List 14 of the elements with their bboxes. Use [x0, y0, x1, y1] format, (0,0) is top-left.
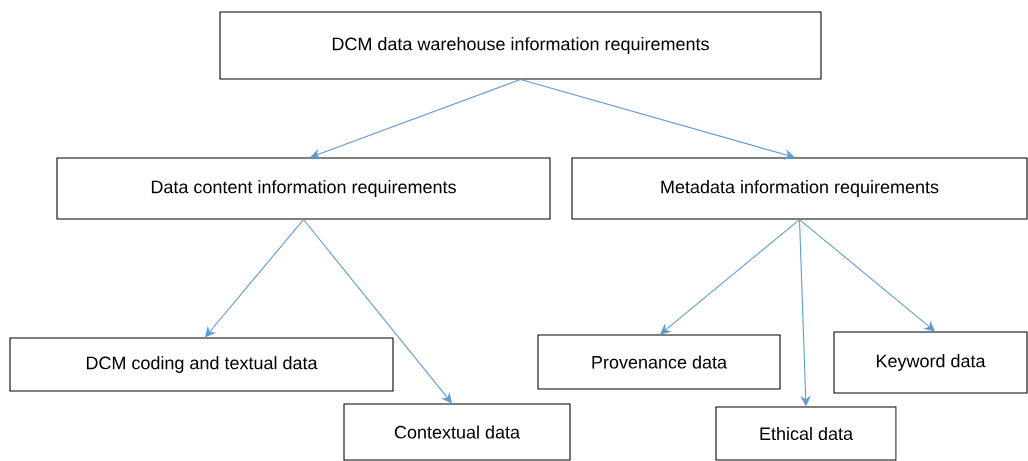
arrow — [205, 219, 305, 338]
text-box: Data content information requirements — [56, 157, 551, 220]
arrow — [310, 79, 522, 159]
text-box: DCM data warehouse information requirements — [219, 11, 822, 80]
arrow — [302, 219, 452, 404]
arrow — [798, 219, 935, 332]
arrow — [519, 79, 795, 160]
text-box: Metadata information requirements — [571, 157, 1028, 220]
text-box: DCM coding and textual data — [9, 337, 394, 392]
text-box: Contextual data — [343, 403, 571, 461]
text-box: Provenance data — [537, 334, 781, 390]
text-box: Ethical data — [715, 406, 897, 461]
text-box: Keyword data — [833, 331, 1028, 394]
arrow — [660, 219, 801, 335]
